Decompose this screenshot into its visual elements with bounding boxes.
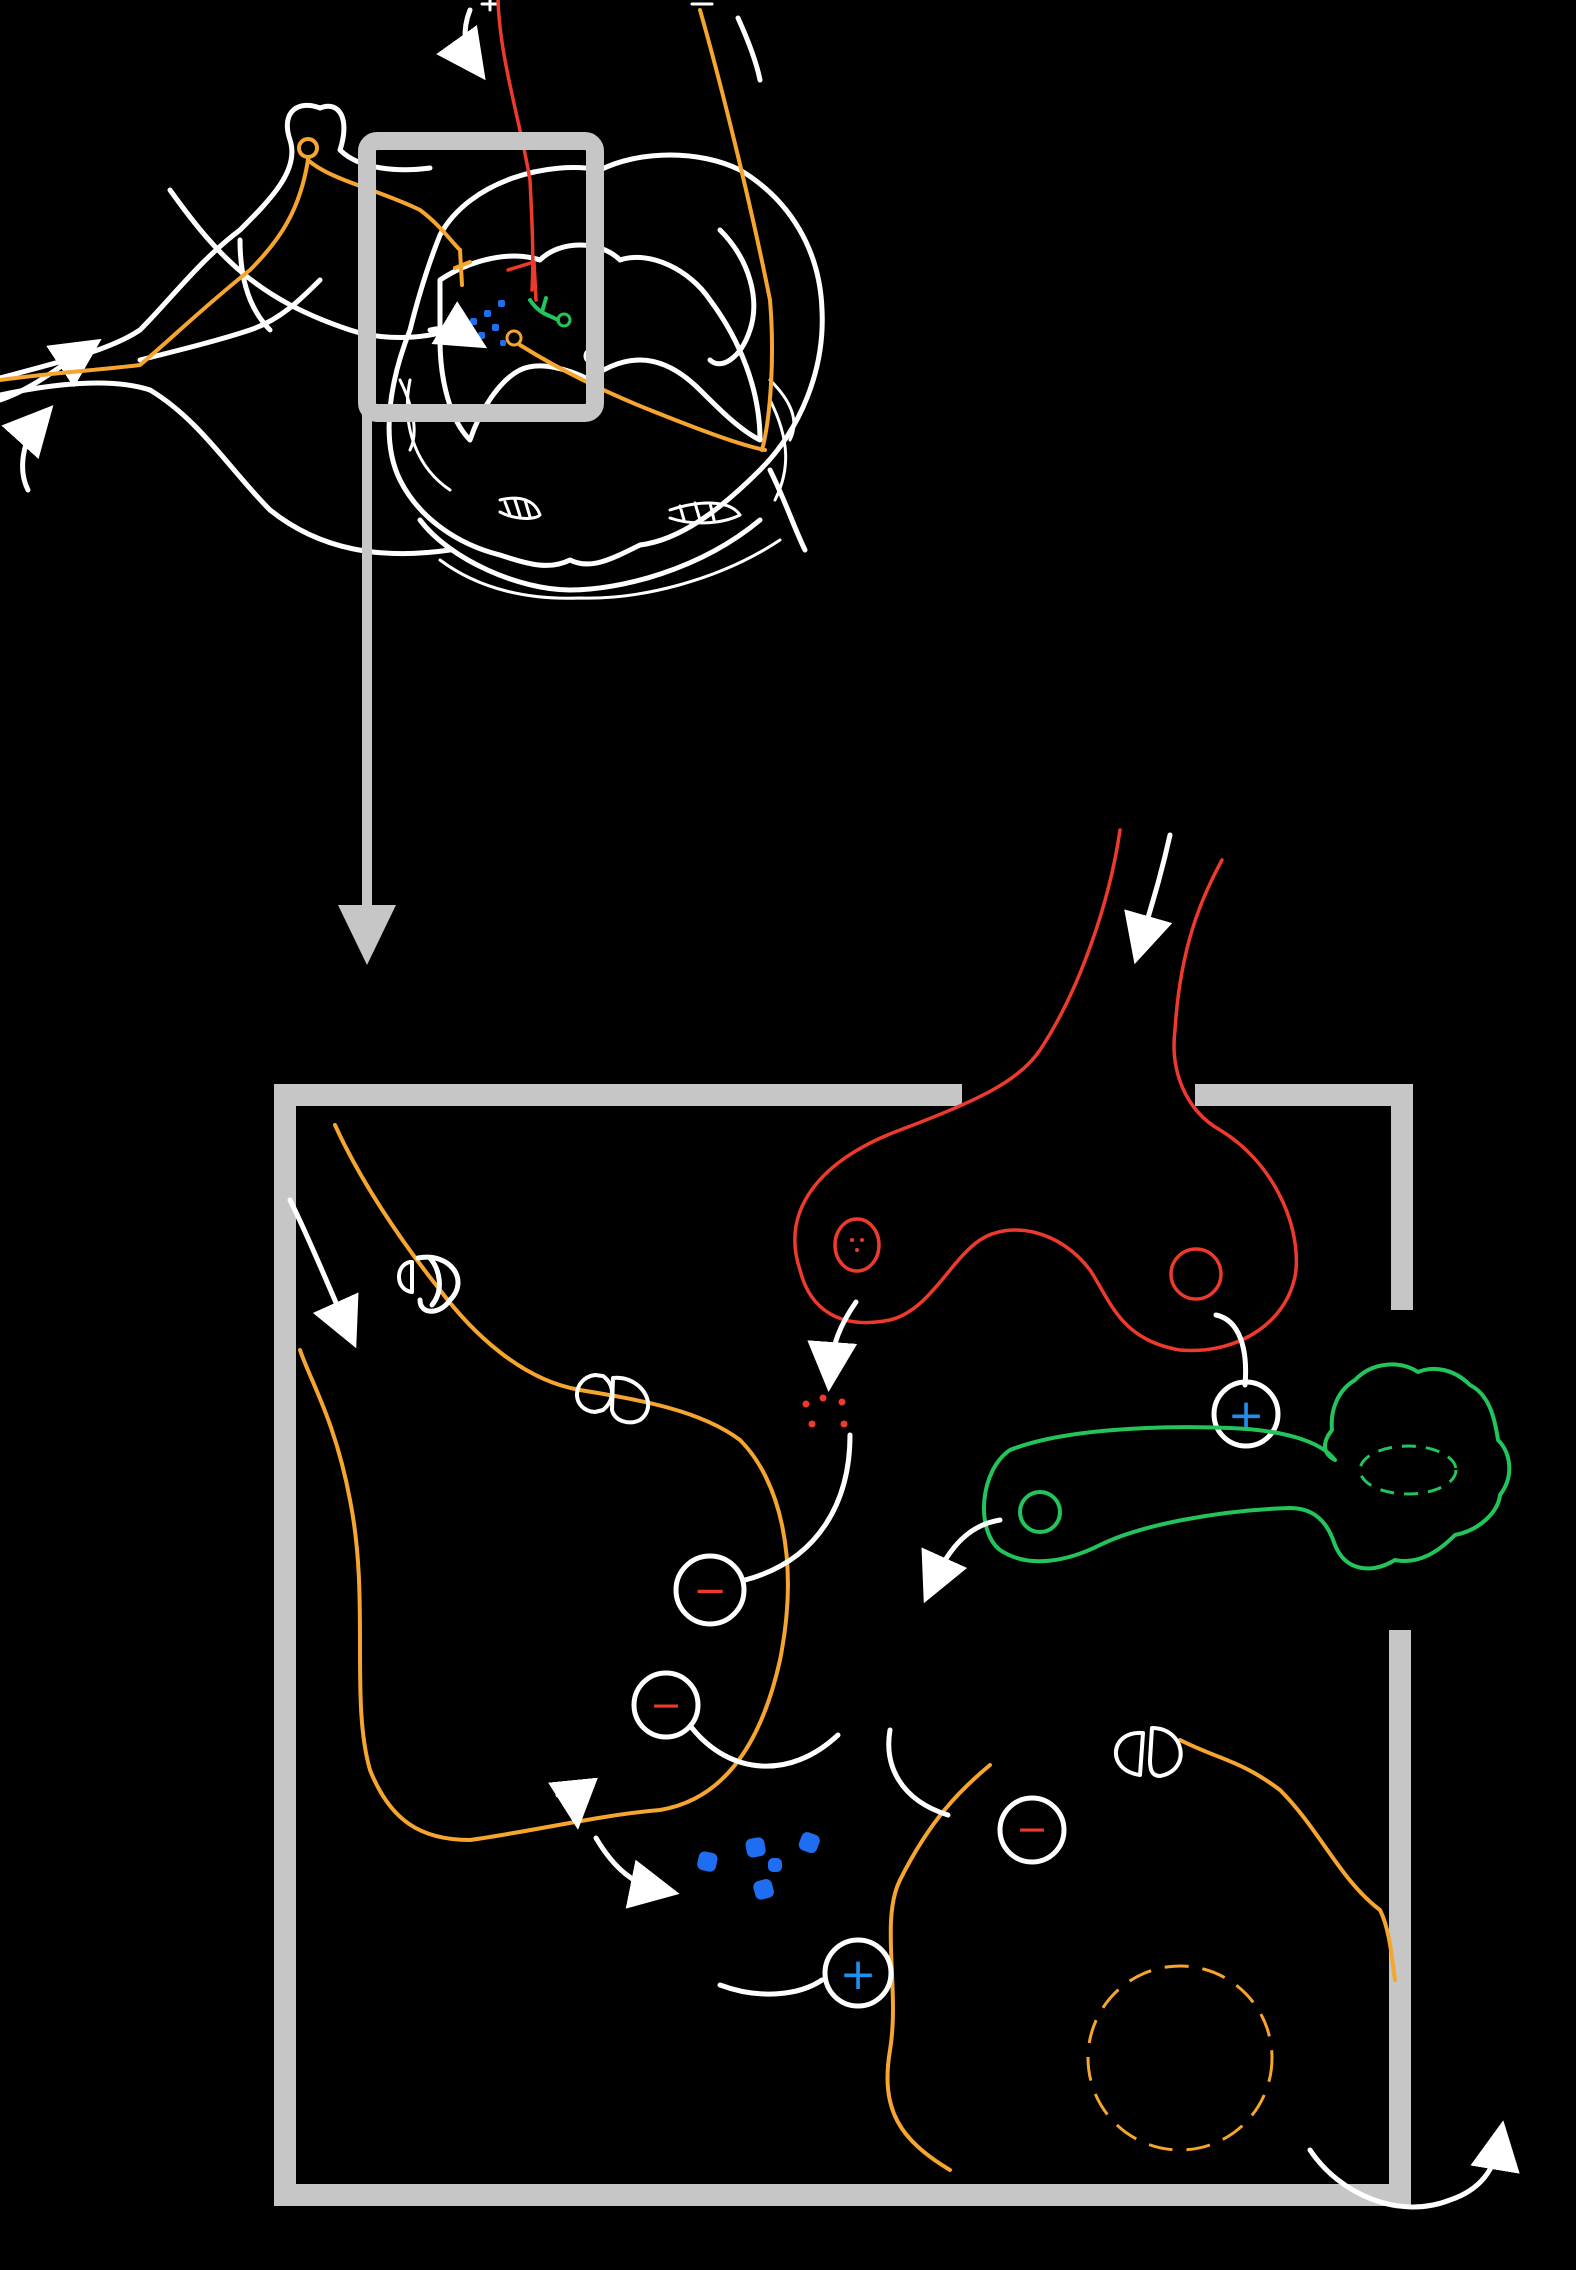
ion-channel-left: [397, 1254, 461, 1314]
glial-cell-top: [528, 296, 560, 322]
inhibitory-receptor-3: [997, 1795, 1067, 1865]
excitatory-receptor-bottom: [822, 1937, 894, 2009]
spinal-cord-outline: [386, 152, 825, 568]
glial-cell: [982, 1362, 1512, 1571]
glial-output-arrow: [921, 1517, 1003, 1604]
minus-sign-2: −: [650, 1683, 682, 1727]
descending-signal-arrow: [1124, 832, 1173, 965]
neurotransmitter-cluster: [697, 1832, 820, 1900]
synapse-zoom-view: + − −: [274, 828, 1520, 2210]
minus-sign-1: −: [693, 1568, 727, 1614]
minus-sign-3: −: [1016, 1807, 1048, 1851]
release-arrow-2: [593, 1835, 680, 1909]
postsynaptic-nucleus: [1086, 1964, 1274, 2152]
red-vesicle-right: [1169, 1247, 1223, 1301]
red-transmitter-dots: [802, 1394, 848, 1428]
descending-axon-top: [496, 0, 535, 292]
sensory-neuron-axon-top: [0, 158, 310, 382]
sensory-neuron-cell-body: [297, 137, 319, 159]
sensory-neuron-terminal: [298, 1123, 790, 1842]
dendrite-terminal: [886, 1727, 951, 1818]
descending-axon-terminal: [793, 828, 1299, 1353]
release-arrow-1: [548, 1777, 598, 1830]
output-arrow: [1307, 2120, 1520, 2210]
ion-channel-right: [1113, 1726, 1183, 1778]
transmitter-cluster-top: [470, 300, 506, 346]
inhibitory-receptor-1: [673, 1553, 747, 1627]
top-right-mark: [735, 15, 763, 83]
glial-nucleus: [1358, 1444, 1458, 1496]
postsynaptic-neuron: [885, 1763, 992, 2172]
top-left-arrow: [436, 7, 486, 81]
curved-arrow: [1, 405, 54, 493]
plus-sign-bottom: +: [840, 1949, 877, 2000]
dorsal-root-ganglion: [0, 102, 433, 381]
glial-vesicle: [1018, 1490, 1062, 1534]
red-vesicle-left: [833, 1217, 881, 1273]
plus-sign-top: +: [1228, 1390, 1265, 1441]
ion-channel-middle: [575, 1373, 651, 1425]
inhibitory-receptor-2: [631, 1670, 701, 1740]
ventral-root-left: [498, 496, 542, 520]
zoom-region-frame: [358, 132, 604, 422]
spinal-cord-overview: [0, 0, 825, 965]
excitatory-receptor-top: [1211, 1379, 1281, 1449]
sensory-input-arrow: [287, 1197, 359, 1349]
zoom-frame: [274, 1084, 1411, 2206]
ventral-root-right: [668, 501, 742, 525]
